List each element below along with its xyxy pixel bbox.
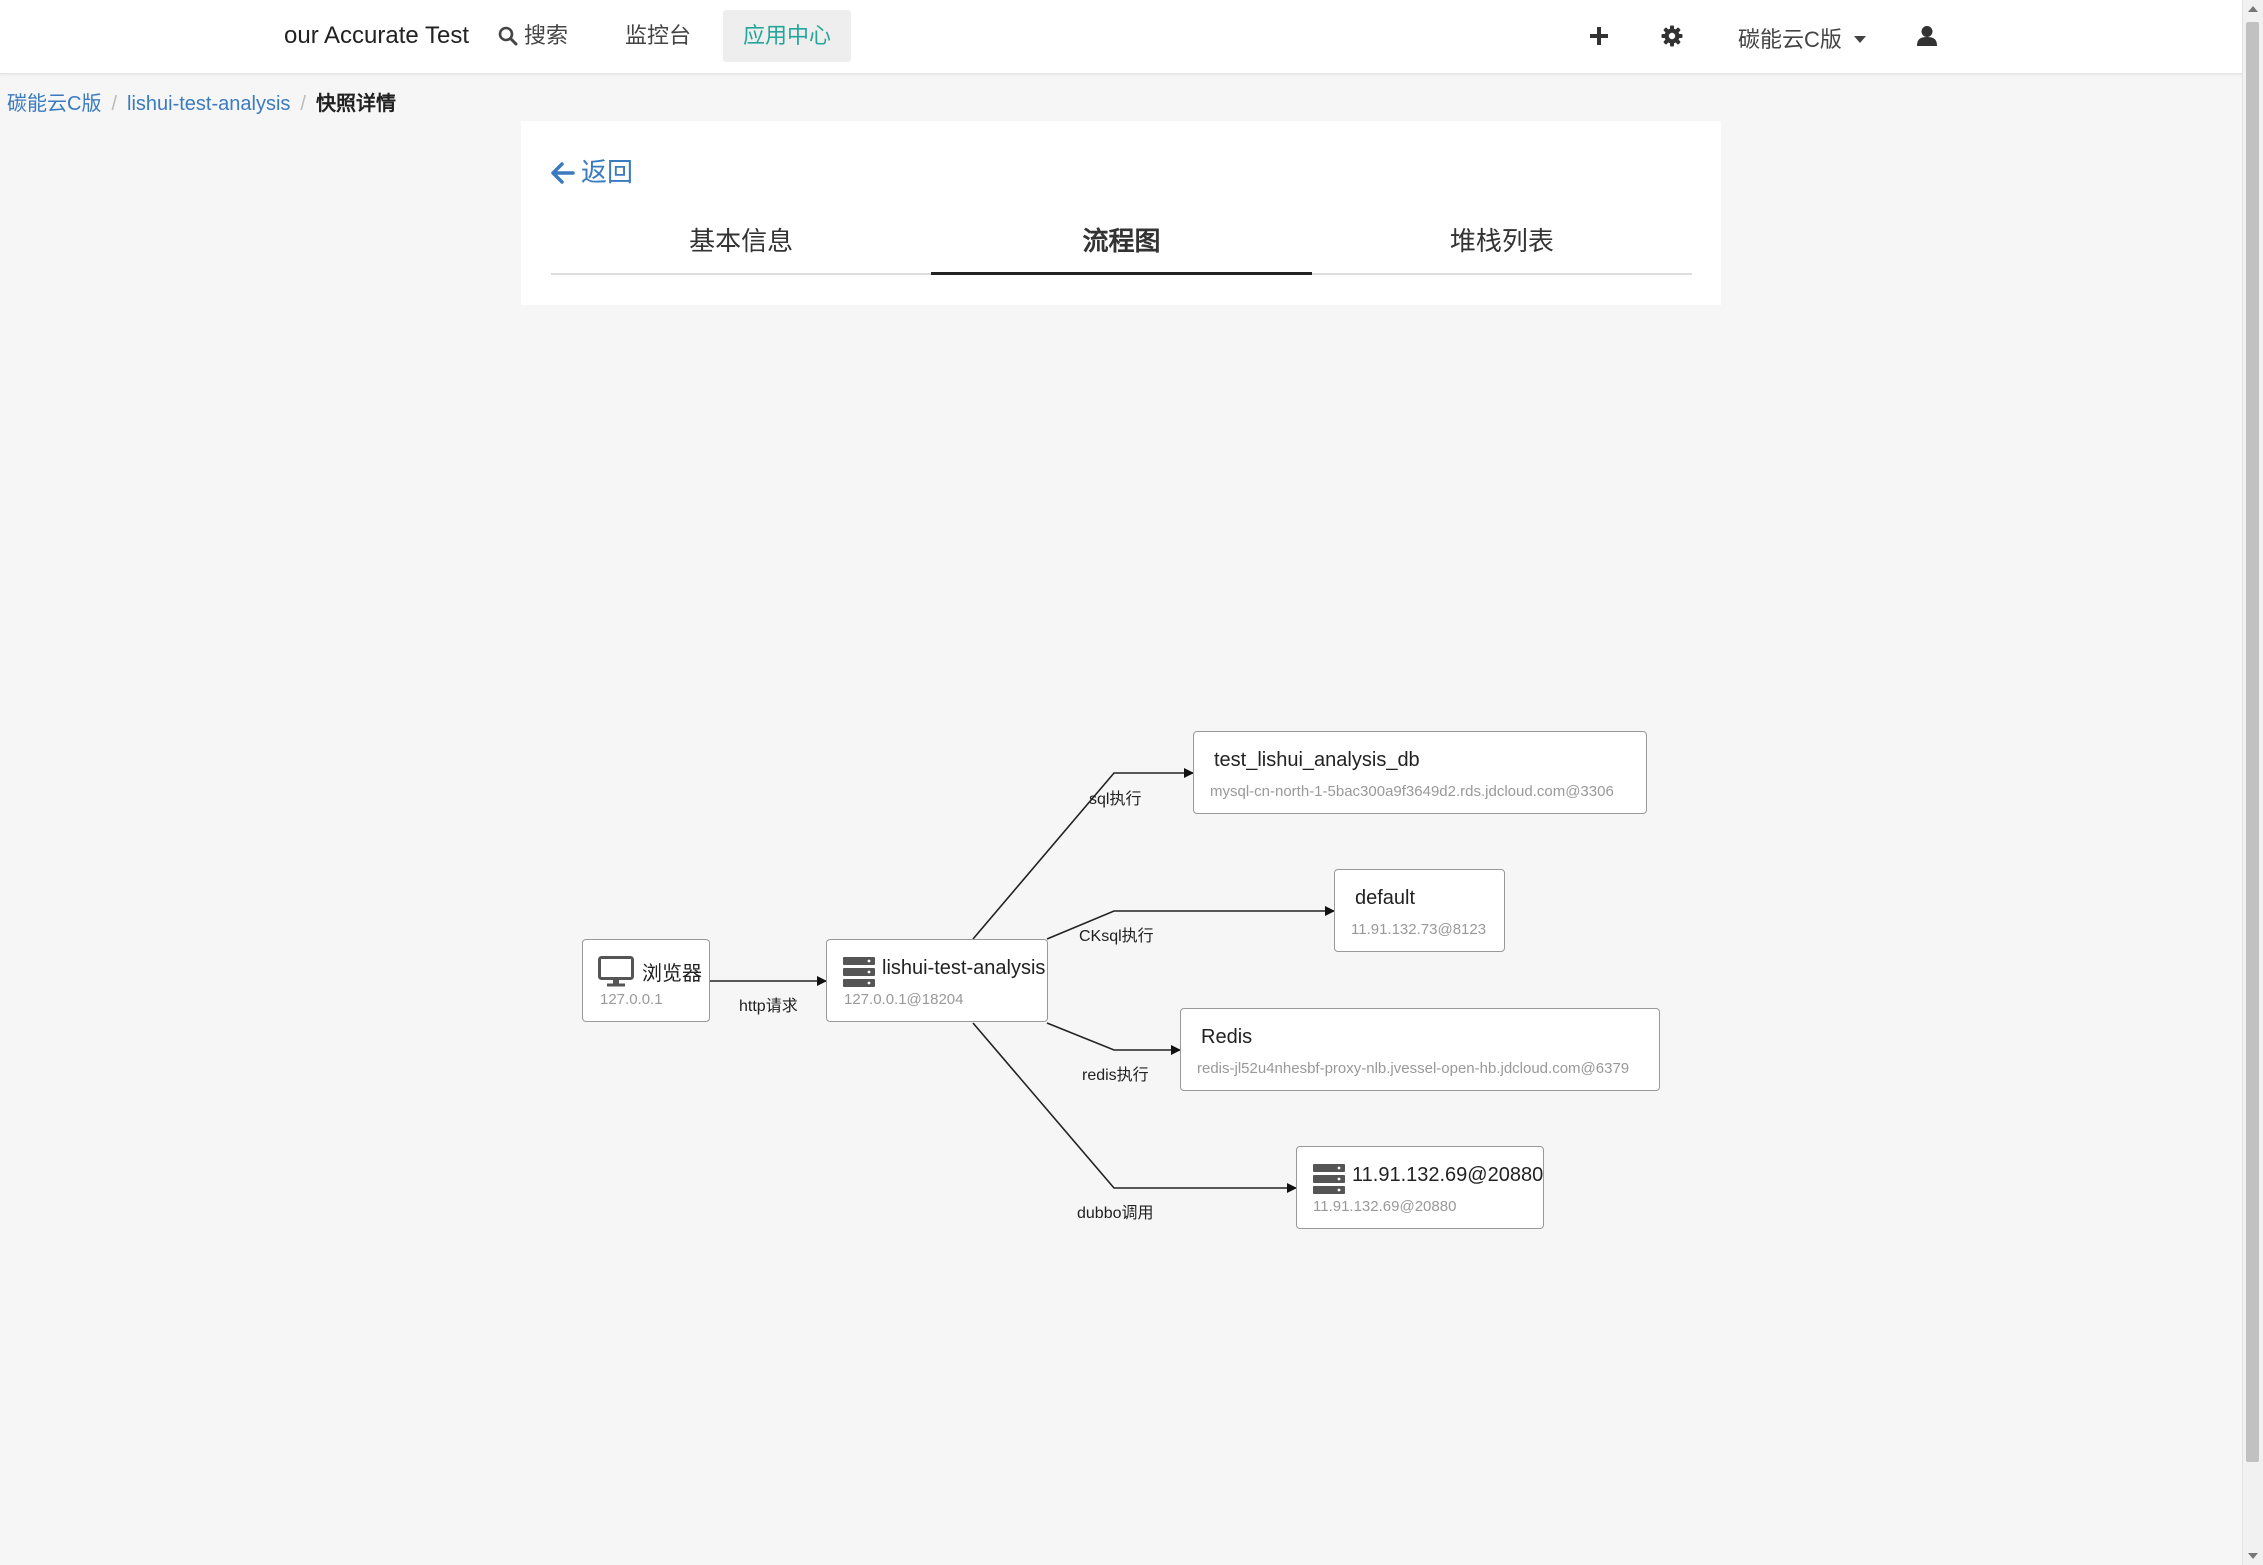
node-title: test_lishui_analysis_db	[1214, 749, 1420, 771]
node-title: 11.91.132.69@20880	[1352, 1164, 1544, 1186]
settings-button[interactable]	[1658, 22, 1686, 50]
flow-node-app[interactable]: lishui-test-analysis 127.0.0.1@18204	[826, 939, 1048, 1022]
page-scrollbar[interactable]	[2242, 0, 2263, 1565]
flow-node-mysql-db[interactable]: test_lishui_analysis_db mysql-cn-north-1…	[1193, 731, 1647, 814]
node-address: 11.91.132.73@8123	[1351, 921, 1487, 938]
nav-app-center[interactable]: 应用中心	[723, 10, 852, 62]
node-address: mysql-cn-north-1-5bac300a9f3649d2.rds.jd…	[1210, 783, 1614, 800]
tab-bar: 基本信息 流程图 堆栈列表	[551, 209, 1692, 275]
breadcrumb-env-link[interactable]: 碳能云C版	[7, 93, 102, 115]
env-dropdown-label: 碳能云C版	[1738, 27, 1842, 52]
caret-down-icon	[1853, 36, 1866, 43]
nav-app-center-label: 应用中心	[743, 23, 832, 48]
breadcrumb-separator: /	[300, 93, 306, 115]
tab-stack-list[interactable]: 堆栈列表	[1449, 226, 1554, 256]
back-link[interactable]: 返回	[551, 152, 633, 189]
user-button[interactable]	[1913, 22, 1941, 50]
breadcrumb-app-link[interactable]: lishui-test-analysis	[127, 93, 291, 115]
edge-label-redis: redis执行	[1082, 1067, 1149, 1084]
breadcrumb-separator: /	[111, 93, 118, 115]
server-icon	[1313, 1164, 1345, 1194]
flow-node-dubbo[interactable]: 11.91.132.69@20880 11.91.132.69@20880	[1296, 1146, 1544, 1229]
node-title: 浏览器	[642, 963, 702, 985]
nav-search[interactable]: 搜索	[478, 10, 588, 62]
node-title: Redis	[1201, 1026, 1253, 1048]
flow-node-default[interactable]: default 11.91.132.73@8123	[1334, 869, 1505, 952]
nav-monitor-label: 监控台	[625, 23, 692, 48]
flow-node-redis[interactable]: Redis redis-jl52u4nhesbf-proxy-nlb.jvess…	[1180, 1008, 1660, 1091]
node-title: default	[1355, 887, 1416, 909]
edge-dubbo[interactable]	[972, 1022, 1297, 1193]
edge-sql[interactable]	[972, 768, 1194, 940]
node-address: 11.91.132.69@20880	[1313, 1198, 1457, 1215]
scroll-down-arrow-icon[interactable]	[2248, 1553, 2258, 1559]
env-dropdown[interactable]: 碳能云C版	[1738, 22, 1866, 54]
breadcrumb-current: 快照详情	[315, 93, 396, 115]
node-title: lishui-test-analysis	[882, 957, 1046, 979]
scroll-thumb[interactable]	[2246, 22, 2259, 1462]
gear-icon	[1661, 25, 1683, 47]
arrow-left-icon	[551, 162, 575, 184]
search-icon	[498, 26, 518, 46]
snapshot-panel: 返回 基本信息 流程图 堆栈列表	[521, 121, 1721, 305]
scroll-up-arrow-icon[interactable]	[2248, 6, 2258, 12]
top-navbar: our Accurate Test 搜索 监控台 应用中心	[0, 0, 2243, 74]
edge-label-sql: sql执行	[1089, 791, 1142, 808]
nav-monitor[interactable]: 监控台	[605, 10, 711, 62]
user-icon	[1917, 26, 1937, 46]
edge-redis[interactable]	[1046, 1022, 1181, 1055]
flow-node-browser[interactable]: 浏览器 127.0.0.1	[582, 939, 710, 1022]
edge-label-dubbo: dubbo调用	[1077, 1205, 1154, 1222]
add-button[interactable]	[1585, 22, 1613, 50]
edge-label-cksql: CKsql执行	[1079, 928, 1154, 945]
monitor-icon	[598, 956, 634, 987]
nav-search-label: 搜索	[524, 23, 569, 48]
edge-label-http: http请求	[739, 998, 798, 1015]
tab-flow-chart[interactable]: 流程图	[931, 209, 1312, 275]
brand-title[interactable]: our Accurate Test	[284, 22, 469, 49]
node-address: 127.0.0.1@18204	[844, 991, 964, 1008]
server-icon	[843, 957, 875, 987]
plus-icon	[1590, 27, 1608, 45]
node-address: redis-jl52u4nhesbf-proxy-nlb.jvessel-ope…	[1197, 1060, 1630, 1077]
tab-basic-info[interactable]: 基本信息	[689, 226, 794, 256]
breadcrumb: 碳能云C版 / lishui-test-analysis / 快照详情	[7, 87, 396, 116]
back-label: 返回	[581, 157, 634, 187]
node-address: 127.0.0.1	[600, 991, 663, 1008]
edge-cksql[interactable]	[1046, 906, 1335, 940]
